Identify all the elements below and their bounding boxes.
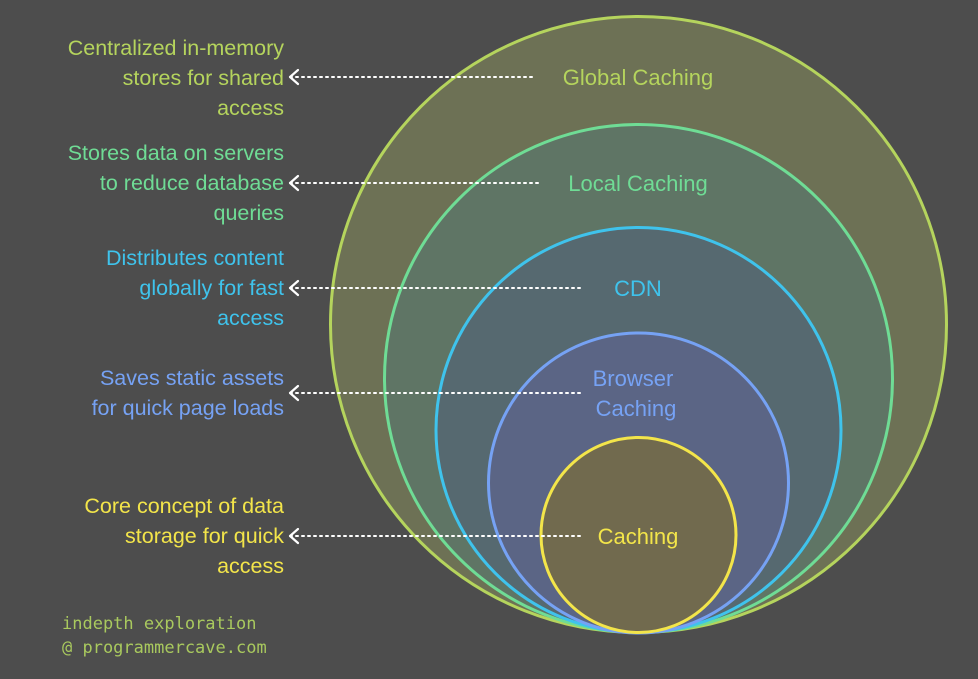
- global-caching-arrowhead: [288, 68, 300, 86]
- description-line: access: [217, 306, 284, 330]
- local-caching-description: Stores data on servers to reduce databas…: [14, 138, 284, 228]
- caching-title: Caching: [598, 524, 679, 549]
- browser-caching-title: Browser Caching: [593, 366, 680, 421]
- browser-caching-description: Saves static assets for quick page loads: [14, 363, 284, 423]
- caching-description: Core concept of data storage for quick a…: [14, 491, 284, 581]
- description-line: Core concept of data: [84, 494, 284, 518]
- description-line: Distributes content: [105, 246, 284, 270]
- description-line: storage for quick: [125, 524, 284, 548]
- local-caching-arrowhead: [288, 174, 300, 192]
- cdn-title: CDN: [614, 276, 662, 301]
- cdn-arrowhead: [288, 279, 300, 297]
- description-line: to reduce database: [99, 171, 284, 195]
- cdn-description: Distributes content globally for fast ac…: [14, 243, 284, 333]
- footer-line-2: @ programmercave.com: [62, 638, 267, 658]
- footer-line-1: indepth exploration: [62, 614, 257, 634]
- description-line: stores for shared: [122, 66, 284, 90]
- caching-arrowhead: [288, 527, 300, 545]
- description-line: queries: [213, 201, 284, 225]
- description-line: Saves static assets: [99, 366, 284, 390]
- description-line: for quick page loads: [91, 396, 284, 420]
- global-caching-title: Global Caching: [563, 65, 713, 90]
- global-caching-description: Centralized in-memory stores for shared …: [14, 33, 284, 123]
- description-line: access: [217, 554, 284, 578]
- description-line: globally for fast: [139, 276, 284, 300]
- description-line: access: [217, 96, 284, 120]
- browser-caching-arrowhead: [288, 384, 300, 402]
- description-line: Stores data on servers: [67, 141, 284, 165]
- caching-circle: [539, 436, 738, 634]
- local-caching-title: Local Caching: [568, 171, 707, 196]
- description-line: Centralized in-memory: [67, 36, 284, 60]
